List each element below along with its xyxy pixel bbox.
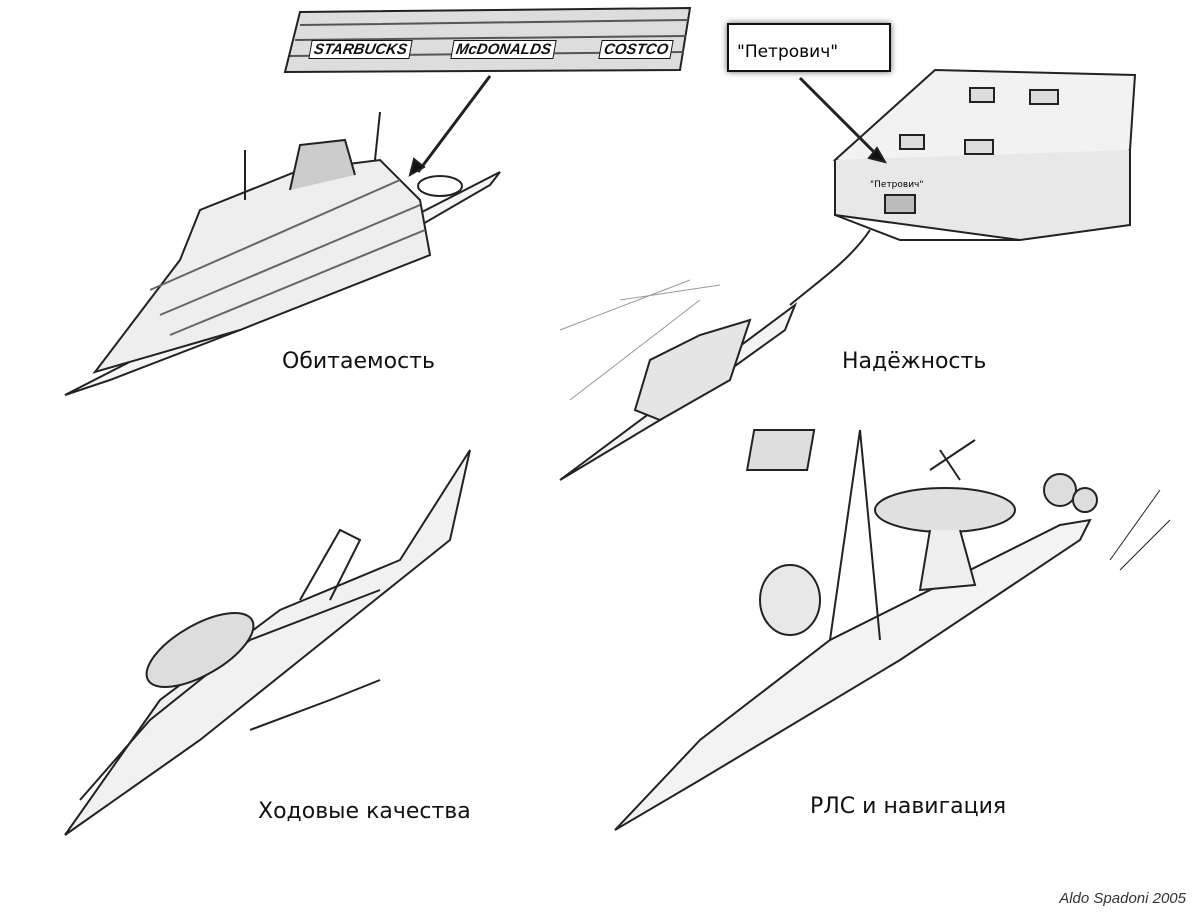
streamlined-ship-sketch bbox=[64, 449, 471, 836]
arrowhead-icon bbox=[408, 157, 426, 178]
barge-sketch bbox=[832, 68, 1137, 242]
cruise-ship-sketch bbox=[64, 111, 501, 396]
label-reliability: Надёжность bbox=[842, 349, 987, 374]
label-habitability: Обитаемость bbox=[282, 349, 435, 374]
brand-costco: COSTCO bbox=[598, 40, 674, 59]
radar-ship-sketch bbox=[614, 429, 1171, 831]
tow-line bbox=[789, 229, 871, 306]
barge-name-callout: "Петрович" bbox=[727, 23, 891, 72]
artist-signature: Aldo Spadoni 2005 bbox=[1059, 890, 1186, 907]
arrow-to-barge bbox=[798, 76, 882, 160]
barge-name: "Петрович" bbox=[737, 42, 839, 62]
label-radar-navigation: РЛС и навигация bbox=[810, 794, 1007, 819]
arrowhead-icon bbox=[867, 146, 888, 164]
brand-mcdonalds: McDONALDS bbox=[450, 40, 557, 59]
barge-hull-name: "Петрович" bbox=[870, 180, 924, 190]
arrow-to-cruise-ship bbox=[416, 75, 492, 173]
label-performance: Ходовые качества bbox=[258, 799, 471, 824]
frigate-sketch bbox=[559, 279, 798, 481]
brand-starbucks: STARBUCKS bbox=[308, 40, 413, 59]
